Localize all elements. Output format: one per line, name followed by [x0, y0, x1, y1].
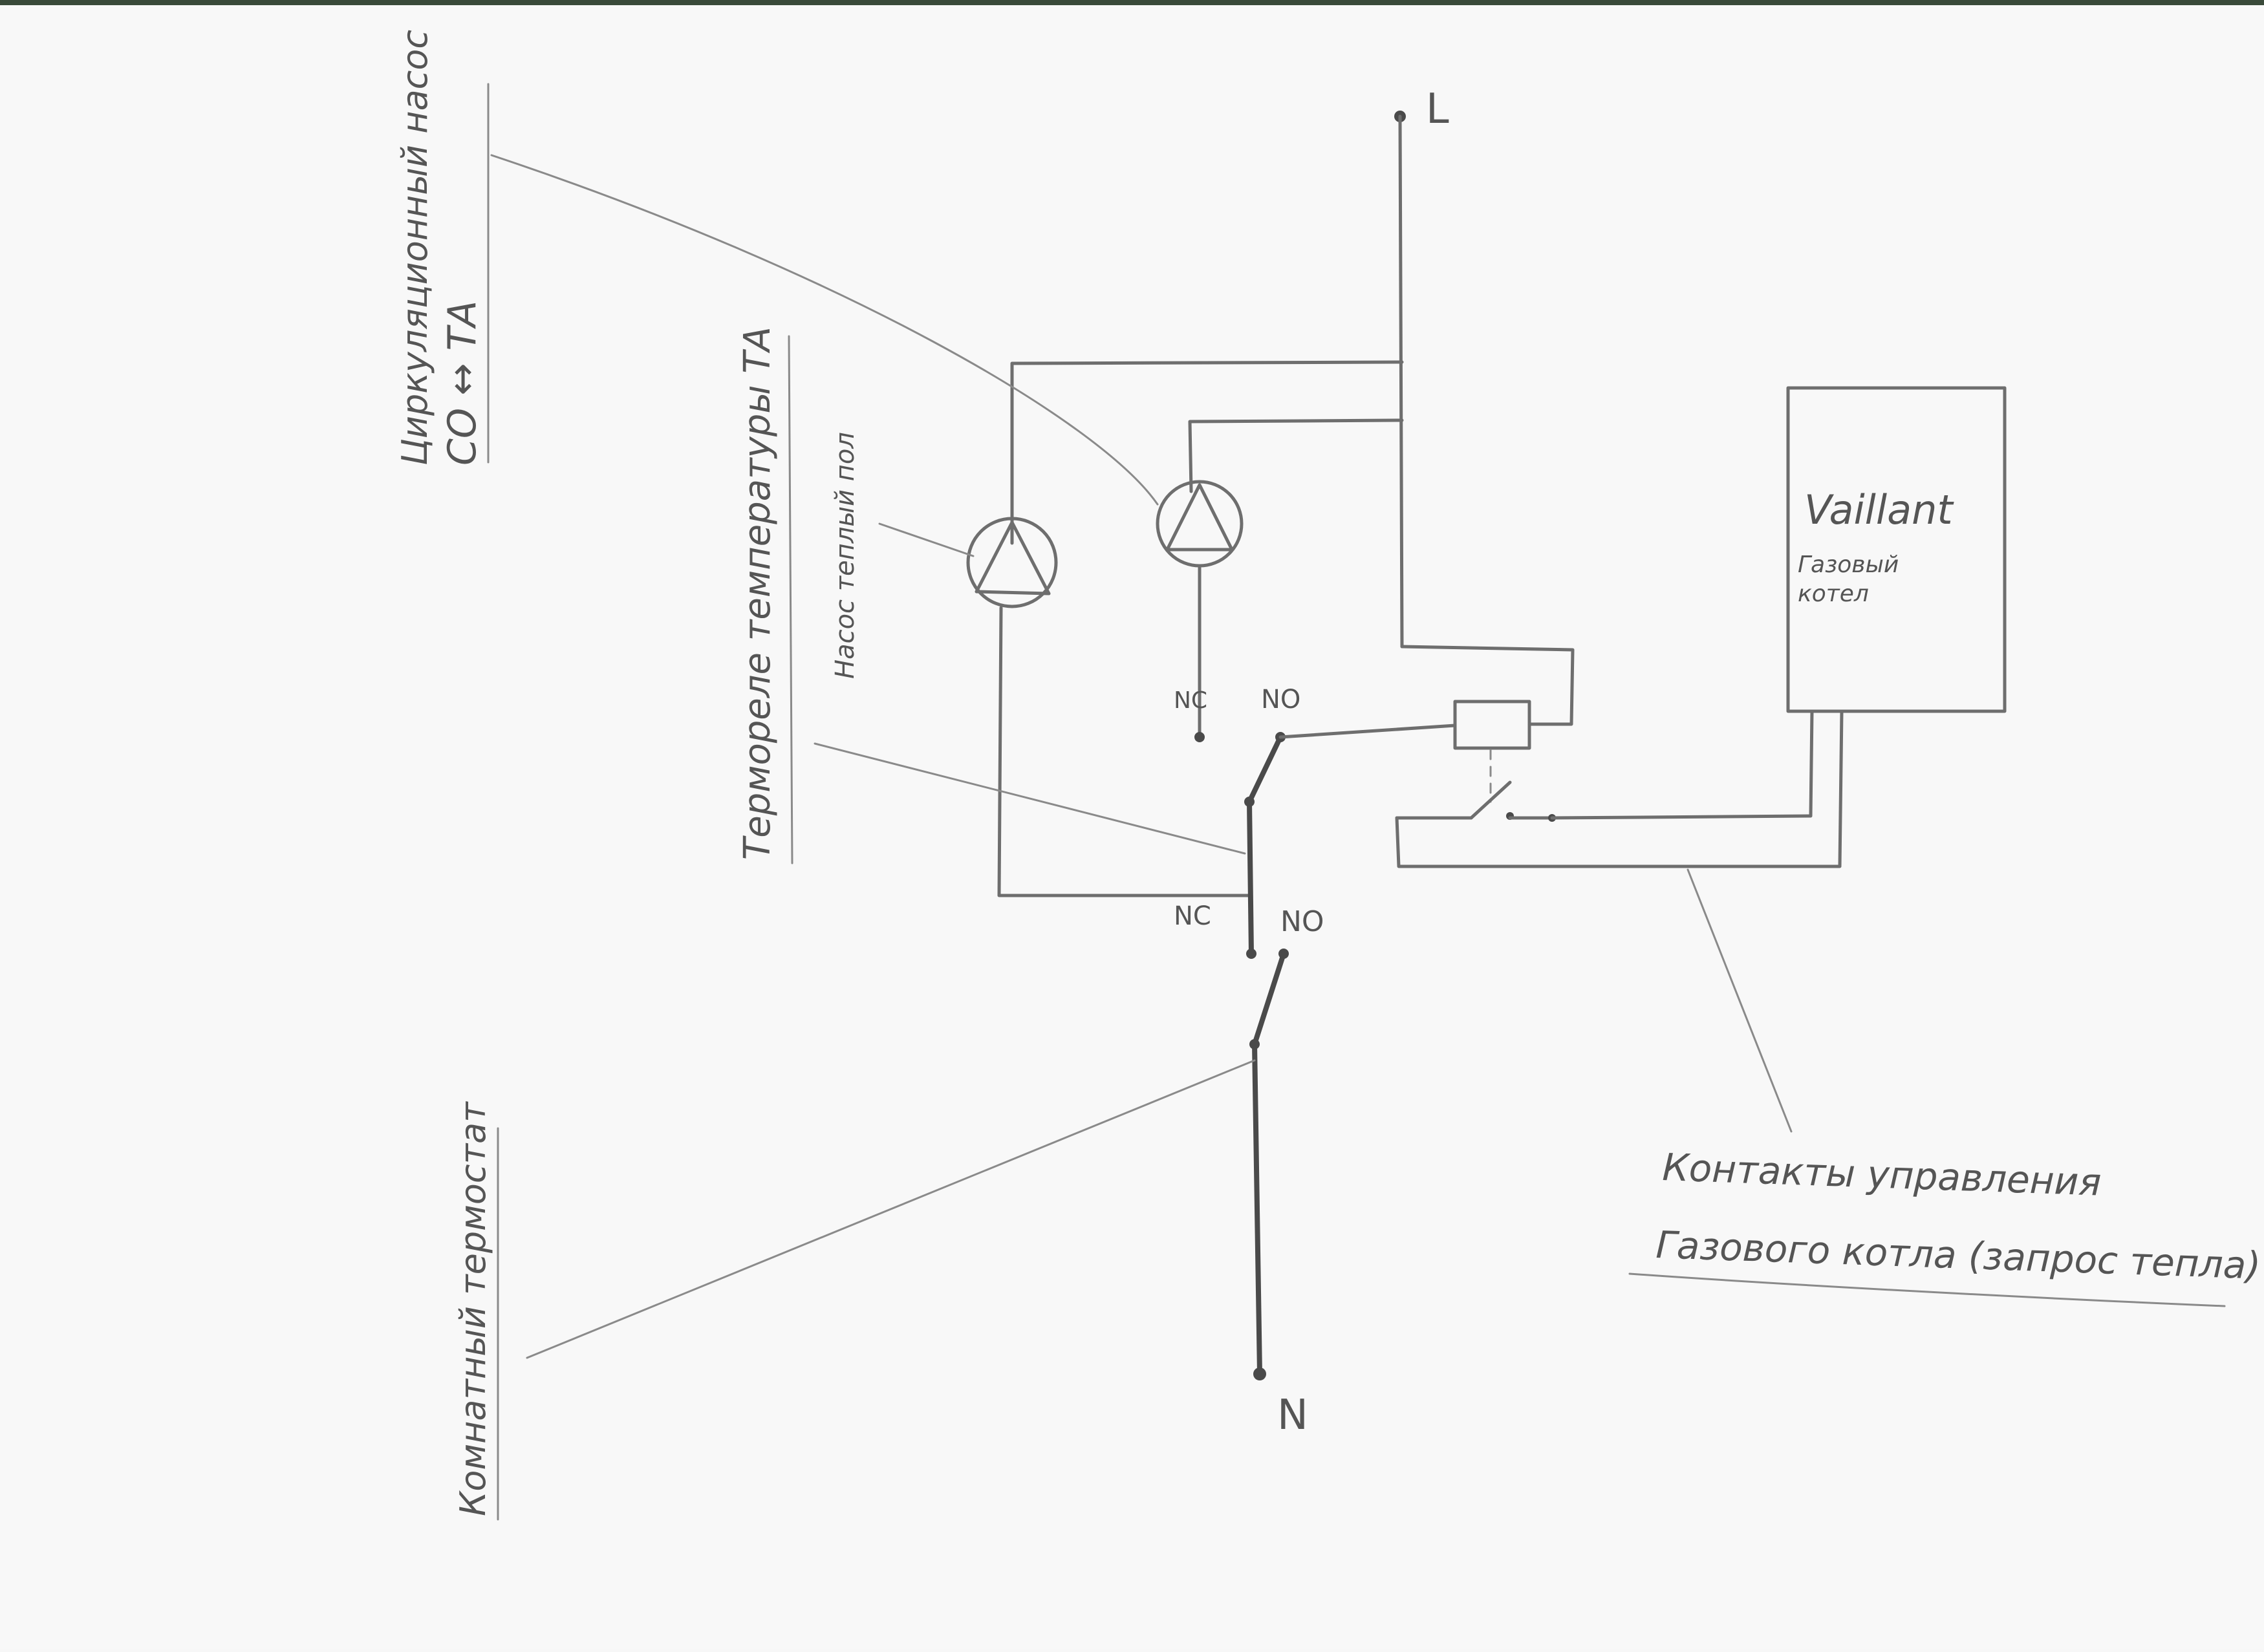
annotation-room-thermostat: Комнатный термостат	[453, 1101, 493, 1516]
no-upper-label: NO	[1261, 685, 1300, 714]
leader-floor-pump	[878, 522, 975, 557]
leader-room-thermostat	[526, 1059, 1256, 1359]
neutral-bus	[1252, 1042, 1262, 1377]
wire-l-to-circ-pump	[1188, 418, 1404, 493]
wire-contact-to-boiler-a	[1395, 709, 1844, 868]
nc-upper-label: NC	[1174, 687, 1207, 714]
circulation-pump-icon	[1156, 480, 1244, 568]
upper-switch-blade	[1247, 735, 1283, 804]
nc-lower-label: NC	[1174, 901, 1211, 931]
annotation-thermo-relay: Термореле температуры ТА	[737, 327, 779, 860]
neutral-terminal	[1253, 1368, 1266, 1380]
relay-coil	[1453, 700, 1531, 750]
upper-common-wire	[1247, 799, 1254, 956]
boiler-label-line2: котел	[1798, 581, 1869, 607]
live-bus	[1394, 111, 1406, 649]
nc-lower-terminal	[1246, 949, 1256, 959]
wire-no-to-coil	[1278, 724, 1457, 739]
no-lower-label: NO	[1280, 905, 1324, 938]
boiler-brand: Vaillant	[1804, 486, 1954, 533]
annotation-floor-pump: Насос теплый пол	[830, 432, 860, 679]
nc-upper-terminal	[1194, 732, 1205, 742]
leader-circ-pump	[490, 154, 1159, 506]
live-label: L	[1426, 85, 1449, 133]
annotation-boiler-contacts-line2: Газового котла (запрос тепла)	[1655, 1223, 2262, 1288]
underline-thermo-relay	[788, 335, 793, 864]
floor-pump-icon	[966, 517, 1058, 608]
neutral-label: N	[1277, 1391, 1308, 1439]
relay-contact	[1395, 780, 1556, 822]
boiler-label-line1: Газовый	[1798, 552, 1899, 578]
annotation-circ-pump-line1: Циркуляционный насос	[394, 30, 435, 466]
lower-switch-blade	[1252, 951, 1286, 1047]
scan-top-edge	[0, 0, 2264, 5]
annotation-circ-pump-line2: СО ↔ ТА	[440, 301, 485, 466]
wire-contact-to-boiler-b	[1550, 709, 1814, 820]
wire-floor-pump-to-common	[997, 606, 1253, 897]
underline-boiler-contacts	[1628, 1272, 2226, 1307]
leader-boiler-contacts	[1687, 868, 1793, 1133]
gas-boiler-box	[1786, 386, 2007, 713]
wire-l-to-floor-pump	[1010, 360, 1404, 545]
wire-coil-to-l	[1400, 645, 1575, 726]
leader-thermo-relay	[814, 742, 1246, 855]
annotation-boiler-contacts-line1: Контакты управления	[1662, 1145, 2102, 1205]
